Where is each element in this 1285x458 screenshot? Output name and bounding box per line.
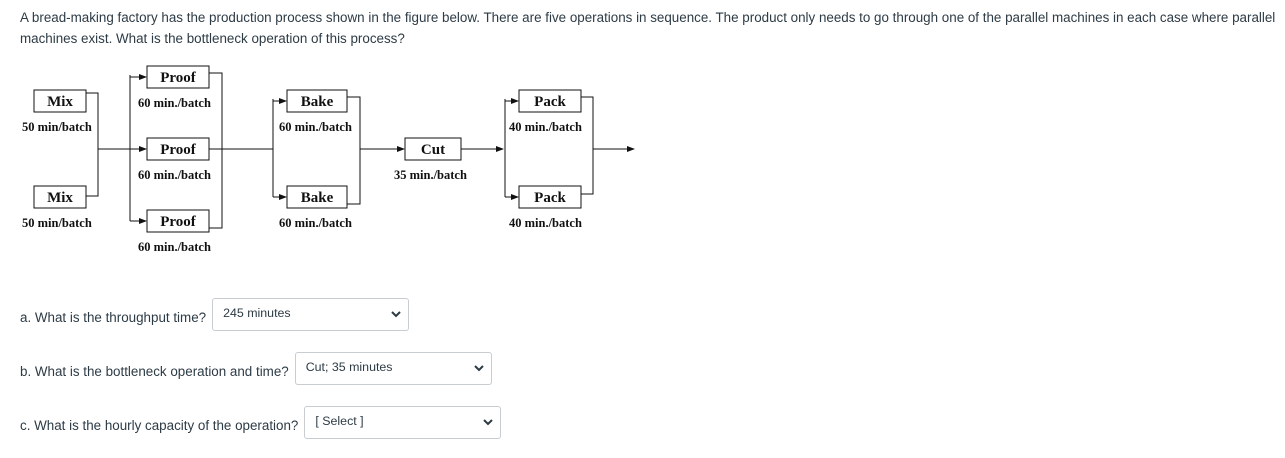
pack-box-2 (518, 185, 582, 209)
proof-label-2: Proof (160, 142, 197, 158)
question-c-row: c. What is the hourly capacity of the op… (20, 406, 502, 439)
question-text: A bread-making factory has the productio… (20, 10, 1276, 46)
question-c-label: c. What is the hourly capacity of the op… (20, 417, 299, 433)
pack-label-1: Pack (534, 94, 566, 110)
mix-label-2: Mix (47, 190, 73, 206)
cut-rate: 35 min./batch (394, 168, 467, 182)
proof-box-3 (146, 209, 210, 233)
bake-rate-2: 60 min./batch (279, 216, 352, 230)
mix-box-2 (33, 185, 87, 209)
proof-box-1 (146, 65, 210, 89)
cut-label: Cut (421, 142, 445, 158)
mix-rate-2: 50 min/batch (22, 216, 92, 230)
proof-rate-3: 60 min./batch (138, 240, 211, 254)
proof-label-3: Proof (160, 214, 197, 230)
pack-rate-1: 40 min./batch (509, 120, 582, 134)
bake-rate-1: 60 min./batch (279, 120, 352, 134)
bake-label-2: Bake (301, 190, 334, 206)
chevron-down-icon (483, 419, 494, 426)
proof-rate-2: 60 min./batch (138, 168, 211, 182)
proof-label-1: Proof (160, 70, 197, 86)
process-flow-diagram: Mix Mix Proof Proof Proof Bake Bake Cut … (22, 65, 635, 254)
pack-label-2: Pack (534, 190, 566, 206)
chevron-down-icon (391, 311, 401, 318)
question-a-row: a. What is the throughput time? 245 minu… (20, 298, 410, 331)
bottleneck-select[interactable]: Cut; 35 minutes (294, 352, 492, 385)
question-b-label: b. What is the bottleneck operation and … (20, 363, 289, 379)
mix-box-1 (33, 89, 87, 113)
hourly-capacity-select[interactable]: [ Select ] (304, 406, 502, 439)
pack-box-1 (518, 89, 582, 113)
bake-box-2 (286, 185, 348, 209)
question-a-label: a. What is the throughput time? (20, 309, 207, 325)
bake-label-1: Bake (301, 94, 334, 110)
proof-rate-1: 60 min./batch (138, 96, 211, 110)
mix-rate-1: 50 min/batch (22, 120, 92, 134)
question-b-row: b. What is the bottleneck operation and … (20, 352, 492, 385)
throughput-time-value: 245 minutes (223, 306, 291, 320)
pack-rate-2: 40 min./batch (509, 216, 582, 230)
bottleneck-value: Cut; 35 minutes (305, 360, 393, 374)
bake-box-1 (286, 89, 348, 113)
hourly-capacity-value: [ Select ] (315, 414, 364, 428)
throughput-time-select[interactable]: 245 minutes (212, 298, 410, 331)
mix-label-1: Mix (47, 94, 73, 110)
chevron-down-icon (474, 365, 484, 372)
